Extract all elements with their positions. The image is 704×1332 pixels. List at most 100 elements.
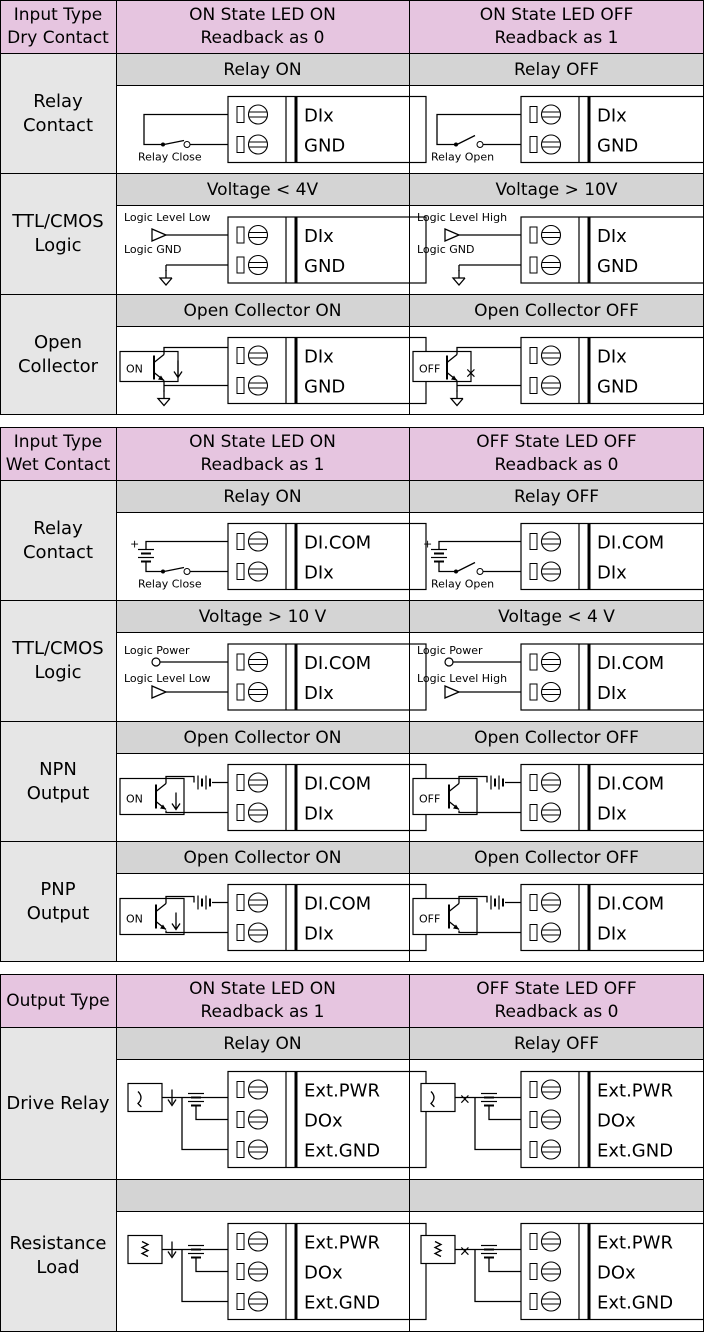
wire xyxy=(195,1105,238,1121)
screw-icon xyxy=(540,345,562,366)
terminal-label: DIx xyxy=(597,347,627,368)
header-type-line: Output Type xyxy=(6,990,110,1011)
terminal-slot xyxy=(529,924,538,941)
relay-coil-box xyxy=(420,1082,456,1113)
switch-contact xyxy=(476,141,484,148)
row-label-line: Resistance xyxy=(9,1232,107,1254)
terminal-label: GND xyxy=(304,136,345,157)
terminal-slot xyxy=(236,1111,245,1128)
switch-contact xyxy=(183,141,191,148)
screw-icon xyxy=(540,134,562,155)
header-off-state-line: OFF State LED OFF xyxy=(476,979,637,999)
row-label-line: Contact xyxy=(22,114,94,136)
terminal-label: DIx xyxy=(304,106,334,127)
wire xyxy=(181,1097,238,1151)
row-label-line: Contact xyxy=(22,541,94,563)
wire xyxy=(456,561,476,573)
screw-icon xyxy=(247,134,269,155)
terminal-slot xyxy=(529,1081,538,1098)
screw-icon xyxy=(247,345,269,366)
relay-note: Relay Close xyxy=(138,151,202,164)
terminal-slot xyxy=(236,347,245,364)
power-terminal-icon xyxy=(151,657,161,667)
terminal-slot xyxy=(236,1233,245,1250)
screw-icon xyxy=(540,1261,562,1282)
rule xyxy=(0,480,704,481)
ground-icon xyxy=(449,390,464,407)
buffer-icon xyxy=(151,685,168,699)
rule xyxy=(0,841,704,842)
wire xyxy=(488,1105,531,1121)
terminal-slot xyxy=(529,653,538,671)
oc-box-label: ON xyxy=(126,793,143,806)
condition-label: Open Collector ON xyxy=(116,295,409,326)
row-label-line: TTL/CMOS xyxy=(12,211,104,232)
condition-label: Relay OFF xyxy=(409,54,704,85)
row-label-line: Output xyxy=(26,902,90,924)
open-x-icon: × xyxy=(459,1092,471,1108)
row-label-line: Output xyxy=(26,782,90,804)
terminal-slot xyxy=(236,774,245,791)
terminal-slot xyxy=(529,683,538,701)
wire xyxy=(163,139,185,146)
oc-box xyxy=(119,350,179,383)
terminal-slot xyxy=(236,1263,245,1280)
terminal-label: DI.COM xyxy=(304,533,371,554)
terminal-label: GND xyxy=(304,377,345,398)
condition-label: Relay OFF xyxy=(409,481,704,512)
terminal-slot xyxy=(236,1293,245,1310)
screw-icon xyxy=(540,892,562,913)
header-type-line: Wet Contact xyxy=(5,455,111,475)
rule xyxy=(0,1027,704,1028)
rule xyxy=(116,1211,409,1212)
terminal-label: DI.COM xyxy=(597,774,664,795)
wire xyxy=(163,566,185,573)
wire xyxy=(195,1257,238,1273)
terminal-slot xyxy=(236,924,245,941)
screw-icon xyxy=(247,561,269,582)
terminal-label: DIx xyxy=(304,804,334,825)
screw-icon xyxy=(247,1109,269,1130)
terminal-label: DOx xyxy=(597,1263,636,1284)
wire xyxy=(474,1097,531,1151)
current-arrow-icon xyxy=(167,1089,177,1107)
terminal-label: DIx xyxy=(597,226,627,247)
terminal-slot xyxy=(529,894,538,911)
screw-icon xyxy=(247,224,269,246)
wire xyxy=(165,775,195,784)
oc-box xyxy=(412,897,478,936)
terminal-label: DI.COM xyxy=(304,774,371,795)
terminal-label: GND xyxy=(597,377,638,398)
terminal-slot xyxy=(236,256,245,274)
condition-label xyxy=(409,1180,704,1211)
current-arrow-icon xyxy=(171,912,181,931)
screw-icon xyxy=(540,224,562,246)
rule xyxy=(116,205,409,206)
header-on-state-line: ON State LED ON xyxy=(189,432,336,452)
header-off-state-line: Readback as 1 xyxy=(494,28,619,48)
terminal-label: DOx xyxy=(304,1111,343,1132)
row-label-line: Relay xyxy=(33,90,83,112)
terminal-label: GND xyxy=(597,256,638,277)
terminal-label: DI.COM xyxy=(304,653,371,674)
rule xyxy=(116,1,117,414)
terminal-label: Ext.PWR xyxy=(304,1081,380,1102)
screw-icon xyxy=(247,375,269,396)
